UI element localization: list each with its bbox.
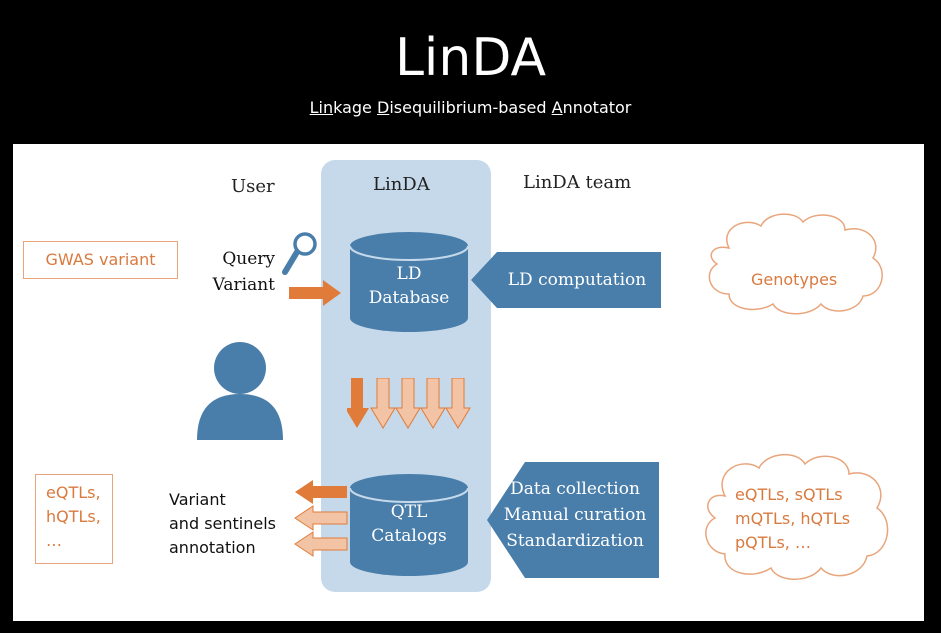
results-line3: … [46,531,62,550]
results-line2: hQTLs, [46,507,101,526]
genotypes-label: Genotypes [751,270,838,289]
annotation-label: Variant and sentinels annotation [169,488,276,560]
ld-database-label: LD Database [346,262,472,310]
query-label-line2: Variant [212,275,275,295]
magnifier-icon [282,232,317,275]
ld-database-cylinder [349,232,469,332]
annotation-line2: and sentinels [169,514,276,533]
qtl-types-cloud [705,453,889,580]
qtl-types-line2: mQTLs, hQTLs [735,509,851,528]
subtitle-nnotator: nnotator [562,98,632,117]
query-variant-label: Query Variant [201,246,275,298]
gwas-variant-label: GWAS variant [45,250,156,269]
results-box: eQTLs, hQTLs, … [35,474,113,564]
subtitle-a: A [551,98,563,117]
genotypes-cloud [708,213,883,315]
page-subtitle: Linkage Disequilibrium-based Annotator [0,98,941,117]
gwas-variant-box: GWAS variant [23,241,178,279]
curation-line1: Data collection [510,479,640,499]
ld-computation-shape [471,252,661,308]
query-label-line1: Query [222,249,275,269]
results-line1: eQTLs, [46,483,101,502]
qtl-types-line3: pQTLs, … [735,533,811,552]
annotation-line1: Variant [169,490,226,509]
annotation-arrows [294,480,348,557]
subtitle-d: D [376,98,390,117]
qtl-catalogs-label: QTL Catalogs [346,500,472,548]
subtitle-isequilibrium: isequilibrium-based [389,98,552,117]
ld-database-line2: Database [368,288,450,308]
column-heading-linda: LinDA [373,174,430,195]
qtl-catalogs-cylinder [349,474,469,576]
diagram-panel: User LinDA LinDA team GWAS variant Query… [13,144,924,621]
flow-arrows [347,378,471,429]
curation-label: Data collection Manual curation Standard… [491,476,659,554]
qtl-catalogs-line1: QTL [390,502,428,522]
curation-line2: Manual curation [503,505,647,525]
query-arrow [289,280,341,306]
ld-computation-label: LD computation [507,270,647,290]
qtl-types-line1: eQTLs, sQTLs [735,485,843,504]
qtl-types-label: eQTLs, sQTLs mQTLs, hQTLs pQTLs, … [735,483,850,555]
page-title: LinDA [394,28,547,88]
user-icon [197,342,283,440]
subtitle-kage: kage [333,98,377,117]
qtl-catalogs-line2: Catalogs [371,526,447,546]
curation-shape [487,462,659,578]
subtitle-lin: Lin [309,98,334,117]
column-heading-user: User [231,176,275,197]
curation-line3: Standardization [506,531,644,551]
column-heading-team: LinDA team [523,172,632,193]
ld-database-line1: LD [396,264,422,284]
annotation-line3: annotation [169,538,256,557]
